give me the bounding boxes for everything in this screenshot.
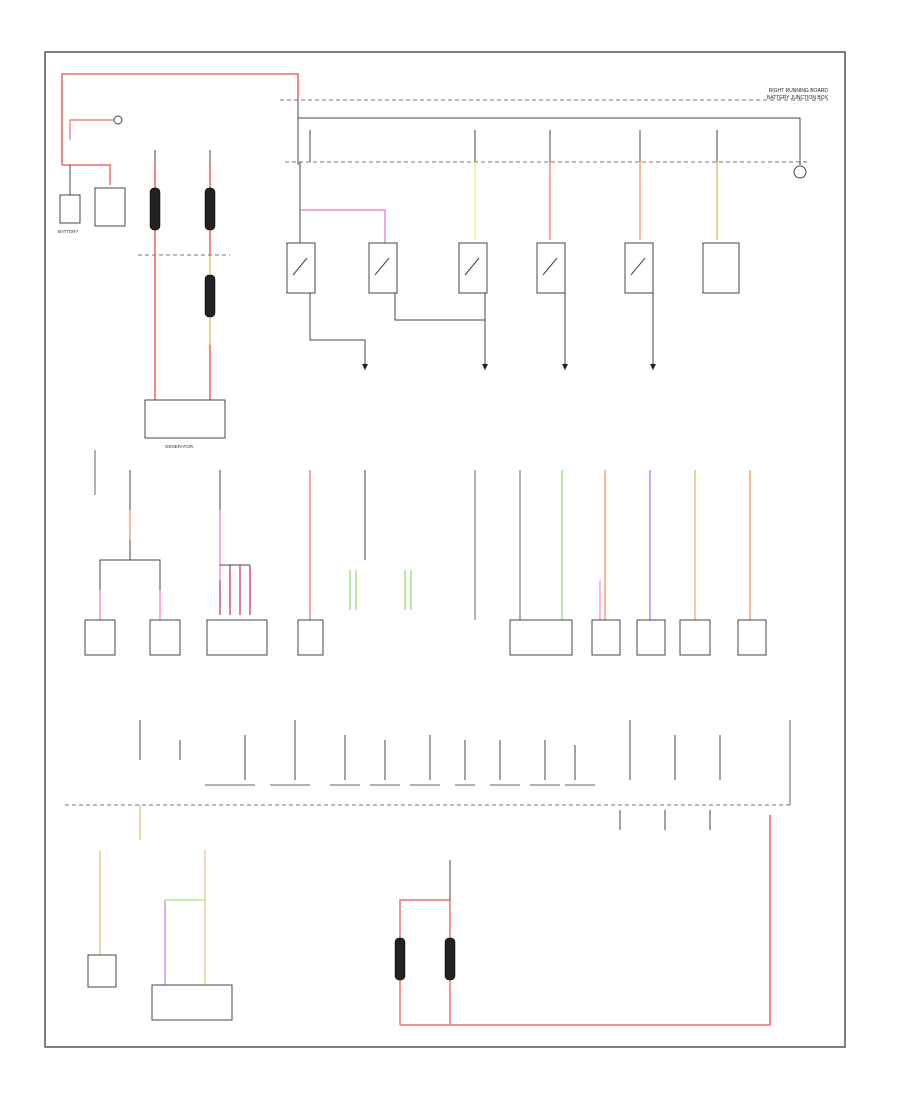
junction-box-label-1: RIGHT RUNNING BOARD <box>769 88 829 94</box>
module-mid-2 <box>149 619 181 656</box>
module-mid-4 <box>297 619 324 656</box>
relay-4 <box>536 242 566 294</box>
lower-bus <box>65 720 791 830</box>
module-low-1 <box>87 954 117 988</box>
fusible-link-b <box>204 187 216 231</box>
module-low-2 <box>151 984 233 1021</box>
fusible-links-top: GENERATOR <box>138 150 230 449</box>
fusible-link-e <box>444 937 456 981</box>
module-mid-7 <box>636 619 666 656</box>
module-mid-5 <box>509 619 573 656</box>
module-mid-3 <box>206 619 268 656</box>
relay-row-top <box>286 242 740 294</box>
module-mid-8 <box>679 619 711 656</box>
ground-top-right <box>793 165 807 179</box>
module-mid-1 <box>84 619 116 656</box>
generator-label: GENERATOR <box>165 444 194 449</box>
battery-feed: BATTERY <box>58 73 299 234</box>
starter-relay-box <box>94 187 126 227</box>
battery-label: BATTERY <box>58 229 78 234</box>
relay-2 <box>368 242 398 294</box>
ground-symbol <box>113 115 123 125</box>
lower-left-feeds <box>87 805 233 1021</box>
junction-box-label-2: BATTERY JUNCTION BOX <box>767 95 829 101</box>
mid-fuse-feeds <box>94 450 751 620</box>
fusible-link-c <box>204 274 216 318</box>
lower-fusible-links <box>394 815 771 1026</box>
module-top <box>702 242 740 294</box>
generator-box <box>144 399 226 439</box>
top-relay-feeds <box>299 162 718 250</box>
relay-5 <box>624 242 654 294</box>
fusible-link-a <box>149 187 161 231</box>
mid-component-boxes <box>84 619 767 656</box>
battery-symbol <box>59 194 81 224</box>
relay-1 <box>286 242 316 294</box>
relay-3 <box>458 242 488 294</box>
fusible-link-d <box>394 937 406 981</box>
module-mid-6 <box>591 619 621 656</box>
junction-bus-top <box>280 99 828 179</box>
diagram-frame <box>44 51 846 1048</box>
module-mid-9 <box>737 619 767 656</box>
relay-outputs <box>309 293 656 370</box>
